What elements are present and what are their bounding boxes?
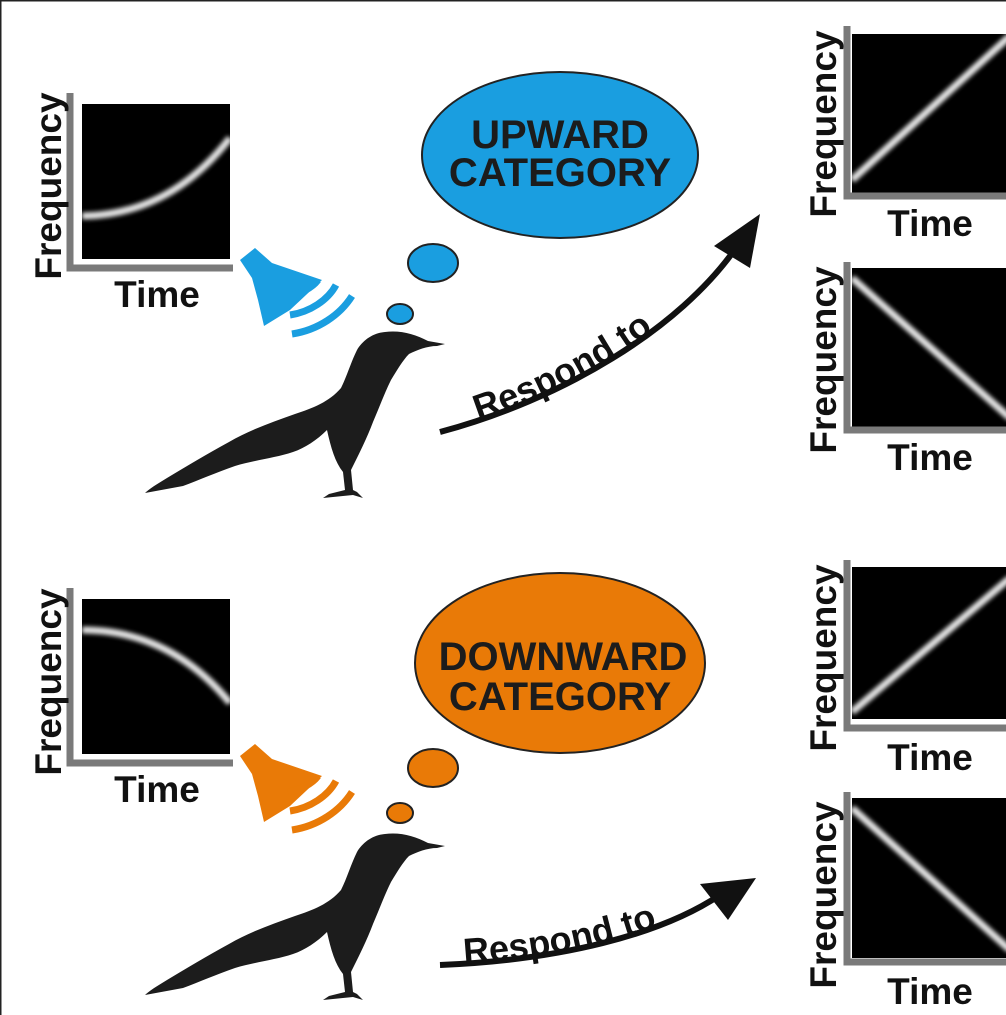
arrow-label: Respond to — [467, 303, 658, 428]
speaker-icon — [240, 248, 355, 338]
x-axis-label: Time — [887, 203, 973, 244]
sound-wave-icon — [287, 277, 321, 300]
test-stimulus-falling: Frequency Time — [803, 262, 1006, 478]
y-axis-label: Frequency — [803, 564, 844, 752]
stimulus-spectrogram-downward: Frequency Time — [28, 588, 233, 810]
spectrogram-contour — [849, 34, 1006, 183]
spectrogram-contour — [81, 135, 233, 220]
curved-arrow: Respond to — [439, 214, 760, 435]
x-axis-label: Time — [887, 737, 973, 778]
category-label-line1: UPWARD — [471, 113, 649, 157]
y-axis-label: Frequency — [803, 266, 844, 454]
stimulus-spectrogram-upward: Frequency Time — [28, 92, 233, 315]
crow-silhouette — [145, 833, 445, 1000]
arrow-label: Respond to — [462, 895, 661, 972]
curved-arrow: Respond to — [439, 878, 756, 972]
crow-silhouette — [145, 331, 445, 498]
y-axis-label: Frequency — [28, 92, 69, 280]
category-label-line2: CATEGORY — [449, 151, 672, 195]
x-axis-line — [843, 262, 1006, 434]
test-stimulus-rising: Frequency Time — [803, 26, 1006, 244]
x-axis-line — [843, 560, 1006, 732]
sound-wave-icon — [287, 773, 321, 796]
x-axis-line — [66, 588, 233, 767]
thought-bubble-medium — [407, 243, 459, 283]
y-axis-label: Frequency — [28, 588, 69, 776]
thought-bubble-small — [386, 303, 414, 325]
test-stimulus-rising: Frequency Time — [803, 560, 1006, 778]
x-axis-line — [843, 26, 1006, 200]
thought-bubble-small — [386, 802, 414, 824]
category-bubble-upward — [421, 71, 699, 239]
spectrogram-contour — [81, 626, 233, 706]
spectrogram-background — [82, 104, 230, 259]
y-axis-label: Frequency — [803, 30, 844, 218]
x-axis-label: Time — [114, 769, 200, 810]
spectrogram-contour — [849, 275, 1006, 420]
x-axis-line — [66, 93, 233, 272]
thought-bubble: DOWNWARD CATEGORY — [386, 572, 706, 824]
x-axis-line — [843, 792, 1006, 966]
test-stimulus-falling: Frequency Time — [803, 792, 1006, 1012]
x-axis-label: Time — [887, 971, 973, 1012]
spectrogram-contour — [849, 576, 1006, 715]
category-bubble-downward — [414, 572, 706, 754]
y-axis-label: Frequency — [803, 801, 844, 989]
thought-bubble-medium — [407, 748, 459, 788]
thought-bubble: UPWARD CATEGORY — [386, 71, 699, 325]
x-axis-label: Time — [887, 437, 973, 478]
downward-panel: Frequency Time DOWNWARD CATEGORY Respond… — [28, 560, 1006, 1012]
x-axis-label: Time — [114, 274, 200, 315]
upward-panel: Frequency Time UPWARD CATEGORY Respond t… — [28, 26, 1006, 498]
category-label-line2: CATEGORY — [449, 675, 672, 719]
spectrogram-contour — [849, 805, 1006, 952]
speaker-icon — [240, 744, 355, 834]
category-label-line1: DOWNWARD — [439, 635, 688, 679]
